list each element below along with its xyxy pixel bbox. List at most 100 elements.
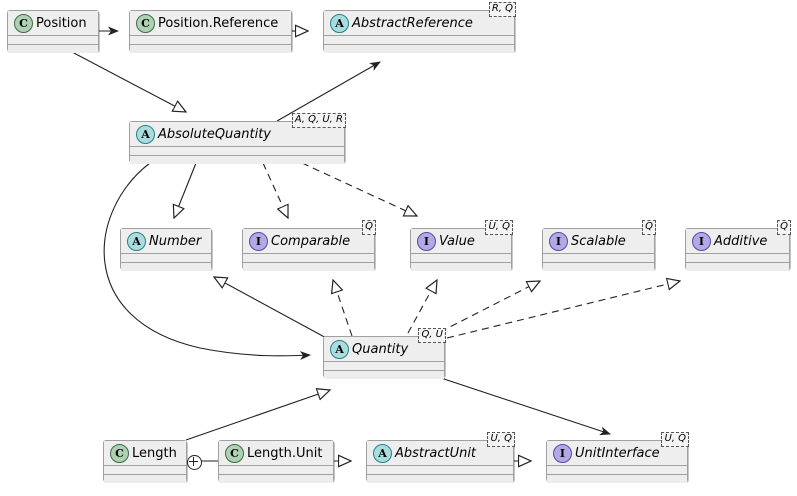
node-abstract-unit-attributes xyxy=(367,466,513,475)
node-scalable[interactable]: I Scalable Q xyxy=(542,220,656,271)
abstract-badge-icon: A xyxy=(136,124,155,144)
node-position-reference-methods xyxy=(130,45,291,53)
edge-quantity-to-scalable xyxy=(439,281,540,333)
node-comparable-header: I Comparable Q xyxy=(243,220,376,254)
node-position-reference-header: C Position.Reference xyxy=(130,11,291,36)
interface-badge-icon: I xyxy=(553,443,572,463)
edge-quantity-to-additive xyxy=(446,281,680,339)
node-quantity-attributes xyxy=(324,362,444,371)
node-length-unit-title: Length.Unit xyxy=(247,445,323,461)
node-absolute-quantity-attributes xyxy=(130,147,344,156)
node-quantity-title: Quantity xyxy=(352,341,409,357)
aggregation-circle-plus-icon xyxy=(187,455,202,470)
node-scalable-header: I Scalable Q xyxy=(543,220,656,254)
node-abstract-unit[interactable]: A AbstractUnit U, Q xyxy=(366,432,515,483)
node-position[interactable]: C Position xyxy=(7,10,99,53)
node-additive-title: Additive xyxy=(714,233,768,249)
node-comparable-title: Comparable xyxy=(271,233,351,249)
interface-badge-icon: I xyxy=(549,231,568,251)
node-abstract-unit-methods xyxy=(367,475,513,483)
interface-badge-icon: I xyxy=(417,231,436,251)
node-absolute-quantity-header: A AbsoluteQuantity A, Q, U, R xyxy=(130,113,346,147)
edge-quantity-to-value xyxy=(407,280,437,334)
node-comparable-generics: Q xyxy=(362,220,376,235)
node-length-unit-methods xyxy=(219,475,333,483)
node-value-title: Value xyxy=(439,233,475,249)
node-quantity-methods xyxy=(324,371,444,379)
node-absolute-quantity-title: AbsoluteQuantity xyxy=(158,126,271,142)
node-position-attributes xyxy=(8,36,98,45)
node-unit-interface-methods xyxy=(547,475,687,483)
node-abstract-reference-attributes xyxy=(324,36,514,45)
node-value[interactable]: I Value U, Q xyxy=(410,220,513,271)
node-quantity-header: A Quantity Q, U xyxy=(324,328,446,362)
class-badge-icon: C xyxy=(136,13,155,33)
node-comparable-attributes xyxy=(243,254,374,263)
node-length-title: Length xyxy=(132,445,177,461)
edge-absolute-quantity-to-number xyxy=(174,162,197,218)
class-badge-icon: C xyxy=(225,443,244,463)
node-quantity-generics: Q, U xyxy=(418,328,446,343)
node-scalable-generics: Q xyxy=(642,220,656,235)
node-absolute-quantity-generics: A, Q, U, R xyxy=(291,113,346,128)
node-quantity[interactable]: A Quantity Q, U xyxy=(323,328,446,379)
edge-position-to-absolute-quantity xyxy=(71,51,186,112)
node-length-header: C Length xyxy=(104,441,186,466)
node-abstract-reference[interactable]: A AbstractReference R, Q xyxy=(323,2,516,53)
node-length-methods xyxy=(104,475,186,483)
node-number[interactable]: A Number xyxy=(120,228,212,271)
node-value-attributes xyxy=(411,254,511,263)
node-length-unit-header: C Length.Unit xyxy=(219,441,333,466)
interface-badge-icon: I xyxy=(692,231,711,251)
node-length-unit-attributes xyxy=(219,466,333,475)
node-unit-interface-title: UnitInterface xyxy=(575,445,660,461)
node-value-header: I Value U, Q xyxy=(411,220,513,254)
node-unit-interface[interactable]: I UnitInterface U, Q xyxy=(546,432,689,483)
node-abstract-unit-generics: U, Q xyxy=(487,432,515,447)
node-abstract-reference-methods xyxy=(324,45,514,53)
node-additive-generics: Q xyxy=(777,220,791,235)
node-abstract-reference-header: A AbstractReference R, Q xyxy=(324,2,516,36)
node-scalable-methods xyxy=(543,263,654,271)
node-additive-header: I Additive Q xyxy=(686,220,791,254)
node-number-title: Number xyxy=(149,233,202,249)
node-position-methods xyxy=(8,45,98,53)
node-absolute-quantity[interactable]: A AbsoluteQuantity A, Q, U, R xyxy=(129,113,346,164)
abstract-badge-icon: A xyxy=(127,231,146,251)
node-additive-attributes xyxy=(686,254,789,263)
edge-length-to-quantity xyxy=(185,390,330,441)
abstract-badge-icon: A xyxy=(330,339,349,359)
node-comparable-methods xyxy=(243,263,374,271)
edge-quantity-to-unit-interface xyxy=(440,377,611,436)
node-additive-methods xyxy=(686,263,789,271)
node-length-unit[interactable]: C Length.Unit xyxy=(218,440,334,483)
node-value-methods xyxy=(411,263,511,271)
edge-quantity-to-comparable xyxy=(333,280,353,337)
node-absolute-quantity-methods xyxy=(130,156,344,164)
node-abstract-unit-header: A AbstractUnit U, Q xyxy=(367,432,515,466)
node-additive[interactable]: I Additive Q xyxy=(685,220,791,271)
class-badge-icon: C xyxy=(14,13,33,33)
node-number-attributes xyxy=(121,254,211,263)
node-number-header: A Number xyxy=(121,229,211,254)
abstract-badge-icon: A xyxy=(373,443,392,463)
node-position-reference-attributes xyxy=(130,36,291,45)
edge-absolute-quantity-to-value xyxy=(301,162,417,216)
node-abstract-reference-generics: R, Q xyxy=(488,2,516,17)
node-comparable[interactable]: I Comparable Q xyxy=(242,220,376,271)
node-number-methods xyxy=(121,263,211,271)
class-badge-icon: C xyxy=(110,443,129,463)
node-length[interactable]: C Length xyxy=(103,440,187,483)
node-abstract-reference-title: AbstractReference xyxy=(352,15,473,31)
node-position-reference-title: Position.Reference xyxy=(158,15,279,31)
node-abstract-unit-title: AbstractUnit xyxy=(395,445,477,461)
node-scalable-attributes xyxy=(543,254,654,263)
node-unit-interface-generics: U, Q xyxy=(661,432,689,447)
node-scalable-title: Scalable xyxy=(571,233,626,249)
node-unit-interface-attributes xyxy=(547,466,687,475)
node-unit-interface-header: I UnitInterface U, Q xyxy=(547,432,689,466)
node-position-reference[interactable]: C Position.Reference xyxy=(129,10,292,53)
node-value-generics: U, Q xyxy=(485,220,513,235)
interface-badge-icon: I xyxy=(249,231,268,251)
